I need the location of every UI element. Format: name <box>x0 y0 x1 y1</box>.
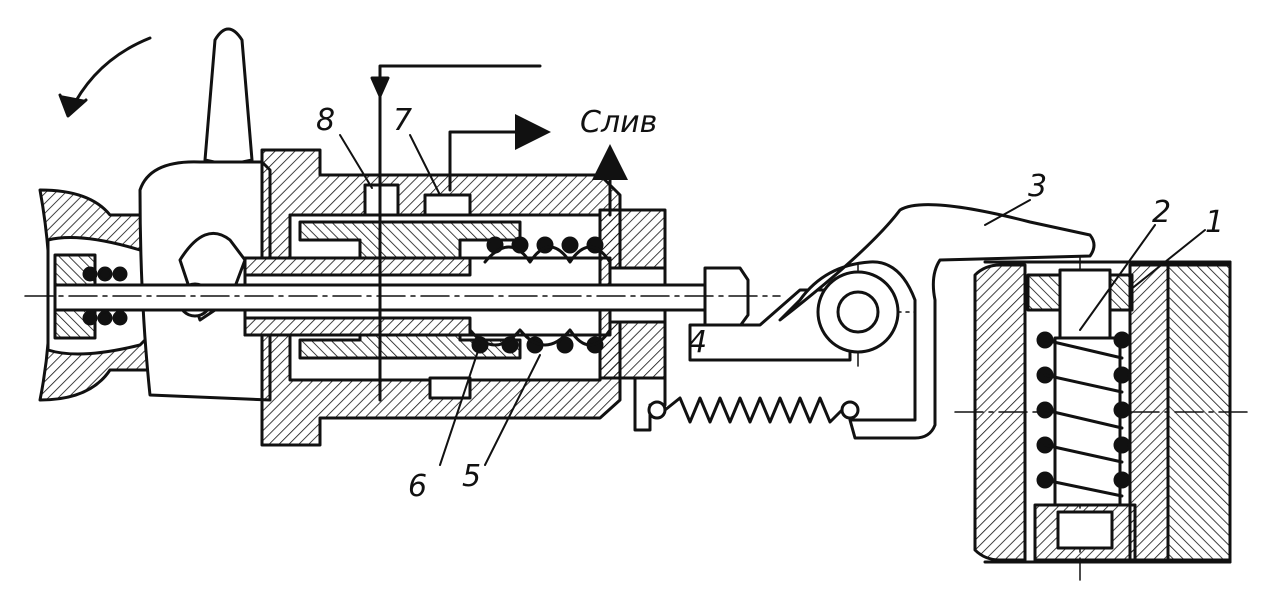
label-part-8: 8 <box>316 103 336 138</box>
tension-spring <box>663 396 844 424</box>
label-part-3: 3 <box>1028 169 1048 204</box>
leader-1 <box>1129 229 1206 291</box>
leader-7 <box>409 134 441 196</box>
leader-2 <box>1079 224 1156 331</box>
valve-block-left <box>973 263 1027 562</box>
valve-stem <box>1053 336 1122 507</box>
valve-block-right-outer <box>1166 263 1232 562</box>
spring-upper <box>483 236 612 264</box>
leader-8 <box>339 134 373 189</box>
spring-hook-right <box>840 400 860 420</box>
label-part-1: 1 <box>1205 205 1225 240</box>
inlet-flow-line <box>378 64 542 402</box>
rotation-arrow-head <box>58 93 88 118</box>
left-small-spring <box>82 266 128 326</box>
label-part-5: 5 <box>462 459 482 494</box>
outlet-flow-line <box>448 114 551 192</box>
inlet-flow-arrowhead <box>370 76 390 98</box>
port-7 <box>423 193 472 217</box>
spring-lower <box>468 328 612 354</box>
leader-6 <box>439 344 481 466</box>
label-part-2: 2 <box>1152 195 1172 230</box>
label-part-4: 4 <box>688 325 708 360</box>
plunger-lower-hatch <box>243 316 472 337</box>
label-drain: Слив <box>580 105 658 140</box>
valve-seat-left <box>1026 273 1062 312</box>
spool-rod <box>53 283 742 312</box>
handle-lever <box>203 27 254 167</box>
port-lower <box>428 376 472 400</box>
spring-hook-left <box>647 400 667 420</box>
valve-plunger-2 <box>1058 268 1112 340</box>
valve-spring-1 <box>1036 331 1131 498</box>
leader-5 <box>484 354 541 466</box>
label-part-7: 7 <box>393 103 413 138</box>
valve-seat-right <box>1108 273 1134 312</box>
bell-crank-3 <box>778 203 1096 440</box>
label-part-6: 6 <box>408 469 428 504</box>
rod-nut <box>703 266 750 328</box>
lever-pivot-inner <box>836 290 880 334</box>
valve-bottom-plug-inner <box>1056 510 1114 550</box>
plunger-upper-hatch <box>243 256 472 277</box>
leader-3 <box>984 199 1031 226</box>
